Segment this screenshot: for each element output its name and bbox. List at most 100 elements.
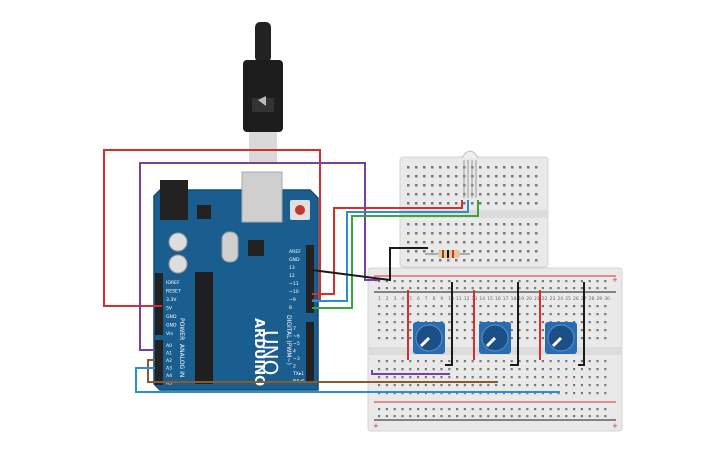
rail-hole[interactable] [417,280,420,283]
breadboard-hole[interactable] [415,184,418,187]
rail-hole[interactable] [510,408,513,411]
breadboard-hole[interactable] [510,384,513,387]
breadboard-hole[interactable] [549,368,552,371]
breadboard-hole[interactable] [431,241,434,244]
breadboard-hole[interactable] [479,175,482,178]
breadboard-hole[interactable] [463,250,466,253]
breadboard-hole[interactable] [415,232,418,235]
breadboard-hole[interactable] [487,241,490,244]
breadboard-hole[interactable] [487,193,490,196]
breadboard-hole[interactable] [455,166,458,169]
breadboard-hole[interactable] [519,223,522,226]
breadboard-hole[interactable] [471,241,474,244]
breadboard-hole[interactable] [527,175,530,178]
breadboard-hole[interactable] [447,232,450,235]
breadboard-hole[interactable] [518,368,521,371]
breadboard-hole[interactable] [407,202,410,205]
rail-hole[interactable] [573,415,576,418]
breadboard-hole[interactable] [519,193,522,196]
breadboard-hole[interactable] [549,376,552,379]
rail-hole[interactable] [565,415,568,418]
breadboard-hole[interactable] [479,392,482,395]
rail-hole[interactable] [424,415,427,418]
breadboard-hole[interactable] [518,329,521,332]
breadboard-hole[interactable] [503,166,506,169]
breadboard-hole[interactable] [432,376,435,379]
breadboard-hole[interactable] [424,360,427,363]
breadboard-hole[interactable] [432,392,435,395]
breadboard-hole[interactable] [448,392,451,395]
breadboard-hole[interactable] [423,223,426,226]
breadboard-hole[interactable] [527,193,530,196]
breadboard-hole[interactable] [471,329,474,332]
breadboard-hole[interactable] [557,392,560,395]
rail-hole[interactable] [510,287,513,290]
breadboard-hole[interactable] [378,337,381,340]
breadboard-hole[interactable] [596,368,599,371]
breadboard-hole[interactable] [487,368,490,371]
breadboard-hole[interactable] [549,313,552,316]
rail-hole[interactable] [385,408,388,411]
rail-hole[interactable] [471,280,474,283]
breadboard-hole[interactable] [502,392,505,395]
breadboard-hole[interactable] [502,360,505,363]
breadboard-hole[interactable] [534,305,537,308]
breadboard-hole[interactable] [518,337,521,340]
rail-hole[interactable] [440,280,443,283]
breadboard-hole[interactable] [401,313,404,316]
breadboard-hole[interactable] [409,392,412,395]
breadboard-hole[interactable] [479,305,482,308]
breadboard-hole[interactable] [409,321,412,324]
breadboard-hole[interactable] [487,202,490,205]
rail-hole[interactable] [456,287,459,290]
breadboard-hole[interactable] [588,305,591,308]
breadboard-hole[interactable] [604,392,607,395]
breadboard-hole[interactable] [401,337,404,340]
breadboard-hole[interactable] [471,250,474,253]
rail-hole[interactable] [518,280,521,283]
breadboard-hole[interactable] [431,223,434,226]
breadboard-hole[interactable] [463,337,466,340]
breadboard-hole[interactable] [541,313,544,316]
breadboard-hole[interactable] [503,259,506,262]
rail-hole[interactable] [385,287,388,290]
breadboard-hole[interactable] [479,259,482,262]
reset-button-cap[interactable] [295,205,305,215]
breadboard-hole[interactable] [447,175,450,178]
breadboard-hole[interactable] [456,337,459,340]
breadboard-hole[interactable] [541,360,544,363]
breadboard-hole[interactable] [502,376,505,379]
rail-hole[interactable] [401,287,404,290]
rail-hole[interactable] [393,408,396,411]
breadboard-hole[interactable] [447,184,450,187]
breadboard-hole[interactable] [424,305,427,308]
breadboard-hole[interactable] [503,232,506,235]
rail-hole[interactable] [495,287,498,290]
breadboard-hole[interactable] [431,166,434,169]
rail-hole[interactable] [502,408,505,411]
rail-hole[interactable] [378,280,381,283]
breadboard-hole[interactable] [557,313,560,316]
breadboard-hole[interactable] [541,305,544,308]
breadboard-hole[interactable] [401,392,404,395]
breadboard-hole[interactable] [378,313,381,316]
breadboard-hole[interactable] [588,368,591,371]
breadboard-hole[interactable] [527,166,530,169]
breadboard-hole[interactable] [471,392,474,395]
breadboard-hole[interactable] [431,175,434,178]
breadboard-hole[interactable] [401,368,404,371]
rail-hole[interactable] [448,415,451,418]
rail-hole[interactable] [580,408,583,411]
breadboard-hole[interactable] [463,392,466,395]
rail-hole[interactable] [604,280,607,283]
breadboard-hole[interactable] [479,202,482,205]
breadboard-hole[interactable] [573,392,576,395]
breadboard-hole[interactable] [463,241,466,244]
breadboard-hole[interactable] [455,202,458,205]
breadboard-hole[interactable] [549,392,552,395]
breadboard-hole[interactable] [479,232,482,235]
breadboard-hole[interactable] [479,384,482,387]
rail-hole[interactable] [440,408,443,411]
breadboard-hole[interactable] [448,368,451,371]
breadboard-hole[interactable] [463,202,466,205]
